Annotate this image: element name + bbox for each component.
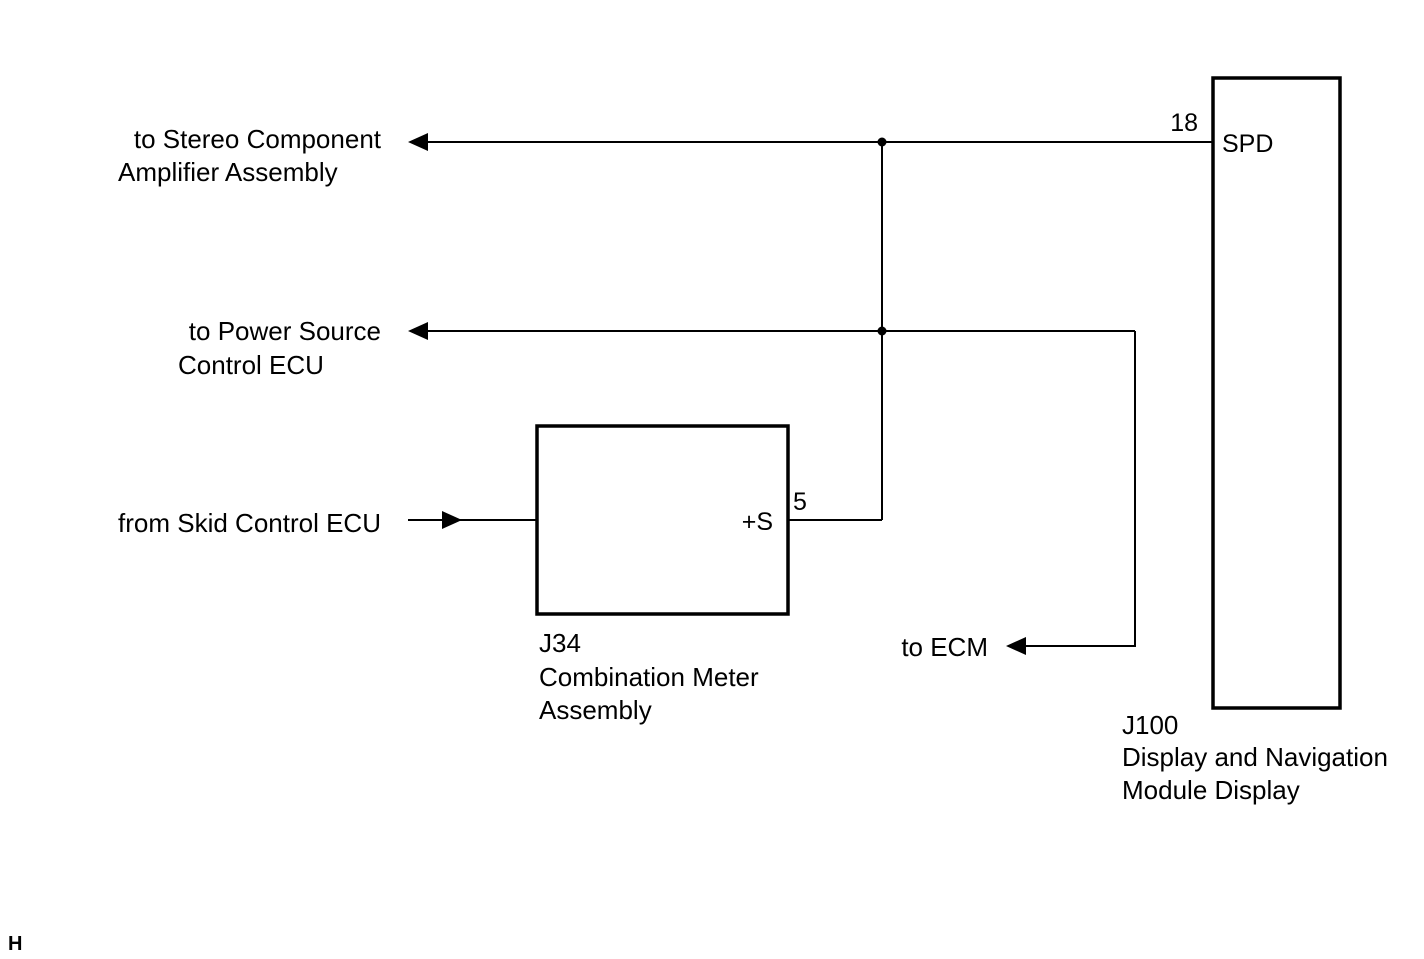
meter-name-line1: Combination Meter bbox=[539, 662, 759, 692]
corner-mark: H bbox=[8, 933, 22, 955]
skid-label: from Skid Control ECU bbox=[118, 508, 381, 538]
meter-name-line2: Assembly bbox=[539, 695, 652, 725]
display-name-line1: Display and Navigation bbox=[1122, 742, 1388, 772]
arrow-right-icon bbox=[442, 511, 462, 529]
display-code: J100 bbox=[1122, 710, 1178, 740]
wire-ecm bbox=[1024, 331, 1136, 647]
display-pin-number: 18 bbox=[1170, 109, 1198, 137]
meter-code: J34 bbox=[539, 628, 581, 658]
arrow-left-icon bbox=[408, 322, 428, 340]
stereo-label-line2: Amplifier Assembly bbox=[118, 157, 338, 187]
display-module-box bbox=[1211, 76, 1342, 710]
display-pin-label: SPD bbox=[1222, 130, 1273, 158]
meter-pin-number: 5 bbox=[793, 488, 807, 516]
arrow-left-icon bbox=[408, 133, 428, 151]
arrow-left-icon bbox=[1006, 637, 1026, 655]
power-label-line1: to Power Source bbox=[189, 316, 381, 346]
stereo-label-line1: to Stereo Component bbox=[134, 124, 382, 154]
display-name-line2: Module Display bbox=[1122, 775, 1300, 805]
power-label-line2: Control ECU bbox=[178, 350, 324, 380]
meter-pin-label: +S bbox=[742, 508, 773, 536]
junction-dot-middle bbox=[877, 326, 887, 336]
ecm-label: to ECM bbox=[901, 632, 988, 662]
junction-dot-top bbox=[877, 137, 887, 147]
